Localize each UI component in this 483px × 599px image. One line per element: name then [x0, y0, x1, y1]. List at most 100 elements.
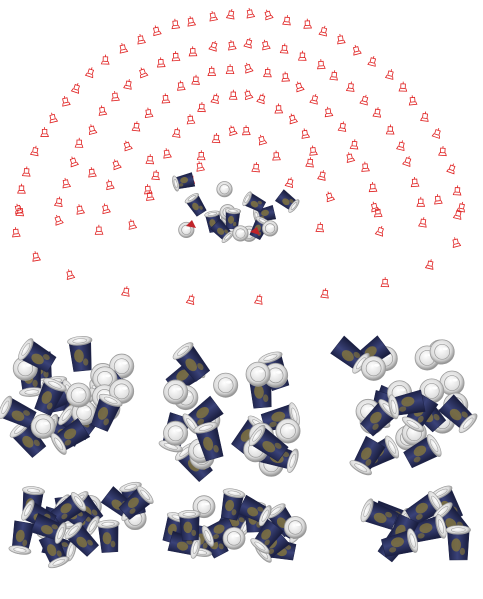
- coffee-cup: [30, 513, 67, 544]
- camera-marker: [153, 25, 162, 37]
- camera-marker: [282, 15, 291, 26]
- camera-marker: [374, 225, 384, 237]
- camera-marker: [32, 251, 41, 262]
- camera-marker: [163, 148, 172, 159]
- camera-marker: [196, 161, 206, 172]
- camera-marker: [76, 204, 86, 215]
- camera-marker: [251, 162, 260, 173]
- cup-lid: [232, 225, 249, 242]
- coffee-cup: [18, 338, 57, 373]
- camera-marker: [66, 269, 76, 280]
- camera-marker: [225, 64, 235, 75]
- coffee-cup: [409, 514, 447, 543]
- cup-lid: [66, 382, 92, 408]
- camera-marker: [380, 277, 390, 288]
- camera-marker: [434, 194, 443, 205]
- camera-marker: [446, 163, 456, 175]
- camera-marker: [325, 191, 336, 203]
- camera-marker: [420, 111, 429, 122]
- coffee-cup: [445, 525, 471, 561]
- camera-marker: [211, 133, 221, 144]
- camera-marker: [418, 217, 427, 228]
- camera-marker: [139, 67, 149, 79]
- coffee-cup: [64, 522, 99, 557]
- camera-marker: [452, 237, 462, 248]
- rendered-view-5: [162, 488, 307, 563]
- camera-marker: [225, 8, 235, 20]
- camera-marker: [398, 81, 408, 92]
- camera-marker: [62, 95, 71, 107]
- camera-marker: [309, 93, 319, 105]
- coffee-cup: [237, 494, 272, 527]
- camera-marker: [49, 112, 59, 124]
- camera-marker: [62, 177, 72, 189]
- camera-marker: [53, 196, 63, 207]
- camera-marker: [228, 89, 238, 100]
- camera-marker: [263, 67, 272, 78]
- coffee-cup: [388, 389, 426, 420]
- camera-marker: [246, 7, 256, 19]
- camera-marker: [171, 18, 181, 30]
- coffee-cup: [248, 424, 289, 462]
- coffee-cup: [50, 491, 87, 525]
- camera-marker: [186, 114, 196, 125]
- camera-marker: [17, 183, 26, 194]
- coffee-cup: [90, 393, 123, 432]
- camera-marker: [111, 91, 120, 102]
- camera-marker: [131, 121, 141, 132]
- camera-marker: [88, 167, 97, 178]
- camera-marker: [144, 107, 154, 118]
- camera-marker: [303, 18, 313, 29]
- camera-marker: [410, 176, 420, 188]
- coffee-cup: [438, 394, 478, 434]
- rendered-view-6: [360, 485, 471, 563]
- coffee-cup: [177, 509, 201, 541]
- camera-marker: [244, 62, 254, 74]
- cup-pile-overview: [172, 172, 300, 243]
- camera-marker: [317, 170, 326, 181]
- camera-marker: [396, 140, 405, 152]
- camera-marker: [305, 157, 314, 168]
- camera-marker: [315, 222, 325, 233]
- coffee-cup: [193, 422, 224, 462]
- camera-marker: [177, 80, 186, 91]
- cup-lid: [283, 516, 307, 539]
- camera-marker: [368, 181, 378, 193]
- camera-marker: [15, 206, 25, 217]
- camera-marker: [349, 139, 359, 150]
- camera-marker: [123, 79, 132, 90]
- camera-marker: [324, 106, 334, 118]
- camera-marker: [197, 102, 206, 113]
- camera-marker: [361, 161, 370, 172]
- camera-marker: [156, 57, 166, 68]
- camera-marker: [208, 40, 218, 52]
- camera-marker: [254, 294, 263, 305]
- cup-lid: [429, 339, 455, 365]
- coffee-cup: [167, 530, 201, 559]
- camera-marker: [100, 54, 110, 65]
- camera-marker: [384, 69, 394, 80]
- cup-lid: [245, 361, 271, 387]
- camera-marker: [196, 150, 206, 161]
- camera-marker: [244, 89, 254, 101]
- cup-lid: [30, 413, 56, 439]
- camera-marker: [210, 93, 220, 105]
- camera-marker: [264, 9, 274, 21]
- camera-marker: [121, 286, 130, 297]
- camera-marker: [452, 185, 462, 196]
- camera-marker: [281, 71, 291, 82]
- cup-lid: [163, 379, 189, 405]
- camera-marker: [438, 145, 447, 157]
- camera-marker: [416, 196, 426, 207]
- camera-marker: [320, 288, 329, 299]
- camera-marker: [144, 184, 153, 195]
- coffee-cup: [380, 528, 419, 557]
- camera-marker: [228, 125, 238, 137]
- cup-lid: [163, 420, 189, 446]
- camera-marker: [297, 50, 307, 61]
- camera-marker: [137, 33, 146, 45]
- camera-marker: [161, 93, 171, 104]
- camera-marker: [54, 214, 64, 226]
- coffee-cup: [360, 498, 399, 530]
